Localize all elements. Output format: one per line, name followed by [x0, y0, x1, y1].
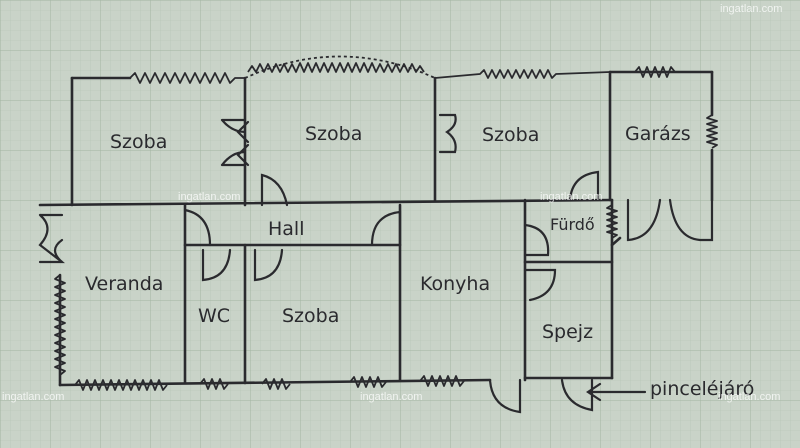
door-szoba-2-hall	[260, 173, 289, 207]
watermark: ingatlan.com	[718, 391, 780, 403]
door-hall-right	[370, 210, 402, 247]
room-label-furdo: Fürdő	[550, 215, 595, 234]
window-arch	[244, 55, 436, 79]
room-label-spejz: Spejz	[542, 321, 593, 343]
window-veranda-bottom	[74, 379, 168, 391]
door-furdo	[523, 223, 550, 257]
door-garage	[626, 198, 714, 242]
room-label-konyha: Konyha	[420, 273, 490, 295]
door-hall-left	[183, 208, 212, 247]
room-label-szoba-1: Szoba	[110, 131, 167, 153]
room-label-veranda: Veranda	[85, 273, 163, 295]
door-szoba-4	[253, 248, 284, 282]
watermark: ingatlan.com	[178, 191, 240, 203]
window-top-left	[129, 72, 245, 84]
window-konyha-bottom	[419, 375, 465, 387]
watermark: ingatlan.com	[540, 191, 602, 203]
room-label-wc: WC	[198, 305, 230, 327]
door-wc	[201, 248, 232, 282]
room-label-szoba-2: Szoba	[305, 123, 362, 145]
window-garage-side	[706, 114, 718, 149]
door-spejz	[523, 268, 557, 302]
window-szoba-bottom	[261, 378, 291, 390]
window-top-right	[434, 69, 611, 79]
room-label-hall: Hall	[268, 218, 305, 240]
door-konyha-exit	[488, 378, 522, 414]
arrow-icon	[586, 382, 647, 402]
annotation-pincelejaro: pinceléjáró	[650, 378, 754, 400]
room-label-szoba-4: Szoba	[282, 305, 339, 327]
watermark: ingatlan.com	[720, 3, 782, 15]
door-szoba-2-3	[438, 113, 457, 154]
window-garage-top	[634, 66, 676, 78]
walls	[38, 70, 714, 387]
window-veranda-side	[54, 274, 66, 376]
door-szoba-1-2	[220, 118, 247, 167]
door-szoba-3-hall	[568, 170, 600, 202]
windows	[54, 55, 718, 391]
window-wc	[199, 378, 229, 390]
doors	[38, 113, 714, 414]
door-veranda-entry	[38, 213, 65, 264]
watermark: ingatlan.com	[360, 391, 422, 403]
watermark: ingatlan.com	[2, 391, 64, 403]
watermarks: ingatlan.com ingatlan.com ingatlan.com i…	[2, 3, 782, 403]
room-label-garazs: Garázs	[625, 123, 691, 145]
window-furdo	[606, 204, 618, 239]
door-pince	[560, 378, 594, 412]
room-label-szoba-3: Szoba	[482, 124, 539, 146]
room-labels: Szoba Szoba Szoba Garázs Hall Fürdő Vera…	[85, 123, 754, 400]
